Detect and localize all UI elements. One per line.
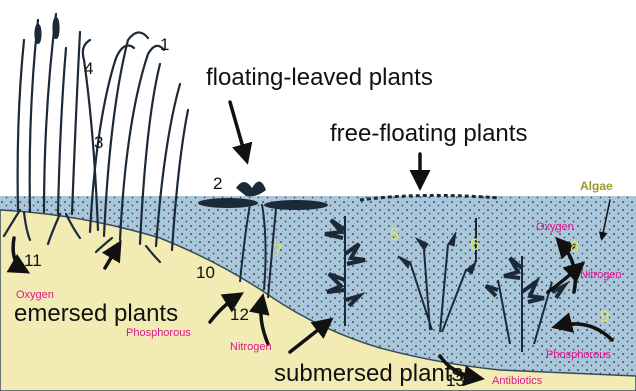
number-12: 12	[230, 306, 249, 323]
label-nitrogen-right: Nitrogen	[580, 270, 622, 281]
label-nitrogen-left: Nitrogen	[230, 342, 272, 353]
number-9: 9	[600, 308, 609, 325]
label-oxygen-left: Oxygen	[16, 290, 54, 301]
number-10: 10	[196, 264, 215, 281]
number-5: 5	[390, 226, 399, 243]
number-8: 8	[570, 238, 579, 255]
number-1: 1	[160, 36, 169, 53]
label-free-floating-plants: free-floating plants	[330, 122, 527, 146]
number-6: 6	[470, 236, 479, 253]
number-2: 2	[213, 175, 222, 192]
label-phosphorous-right: Phosphorous	[546, 350, 611, 361]
label-oxygen-right: Oxygen	[536, 222, 574, 233]
number-4: 4	[84, 60, 93, 77]
label-submersed-plants: submersed plants	[274, 362, 463, 386]
label-antibiotics: Antibiotics	[492, 376, 542, 387]
number-13: 13	[446, 372, 465, 389]
label-emersed-plants: emersed plants	[14, 302, 178, 326]
number-7: 7	[273, 242, 282, 259]
label-algae: Algae	[580, 180, 613, 192]
number-3: 3	[94, 134, 103, 151]
number-11: 11	[24, 252, 42, 269]
label-floating-leaved-plants: floating-leaved plants	[206, 66, 433, 90]
label-phosphorous-left: Phosphorous	[126, 328, 191, 339]
